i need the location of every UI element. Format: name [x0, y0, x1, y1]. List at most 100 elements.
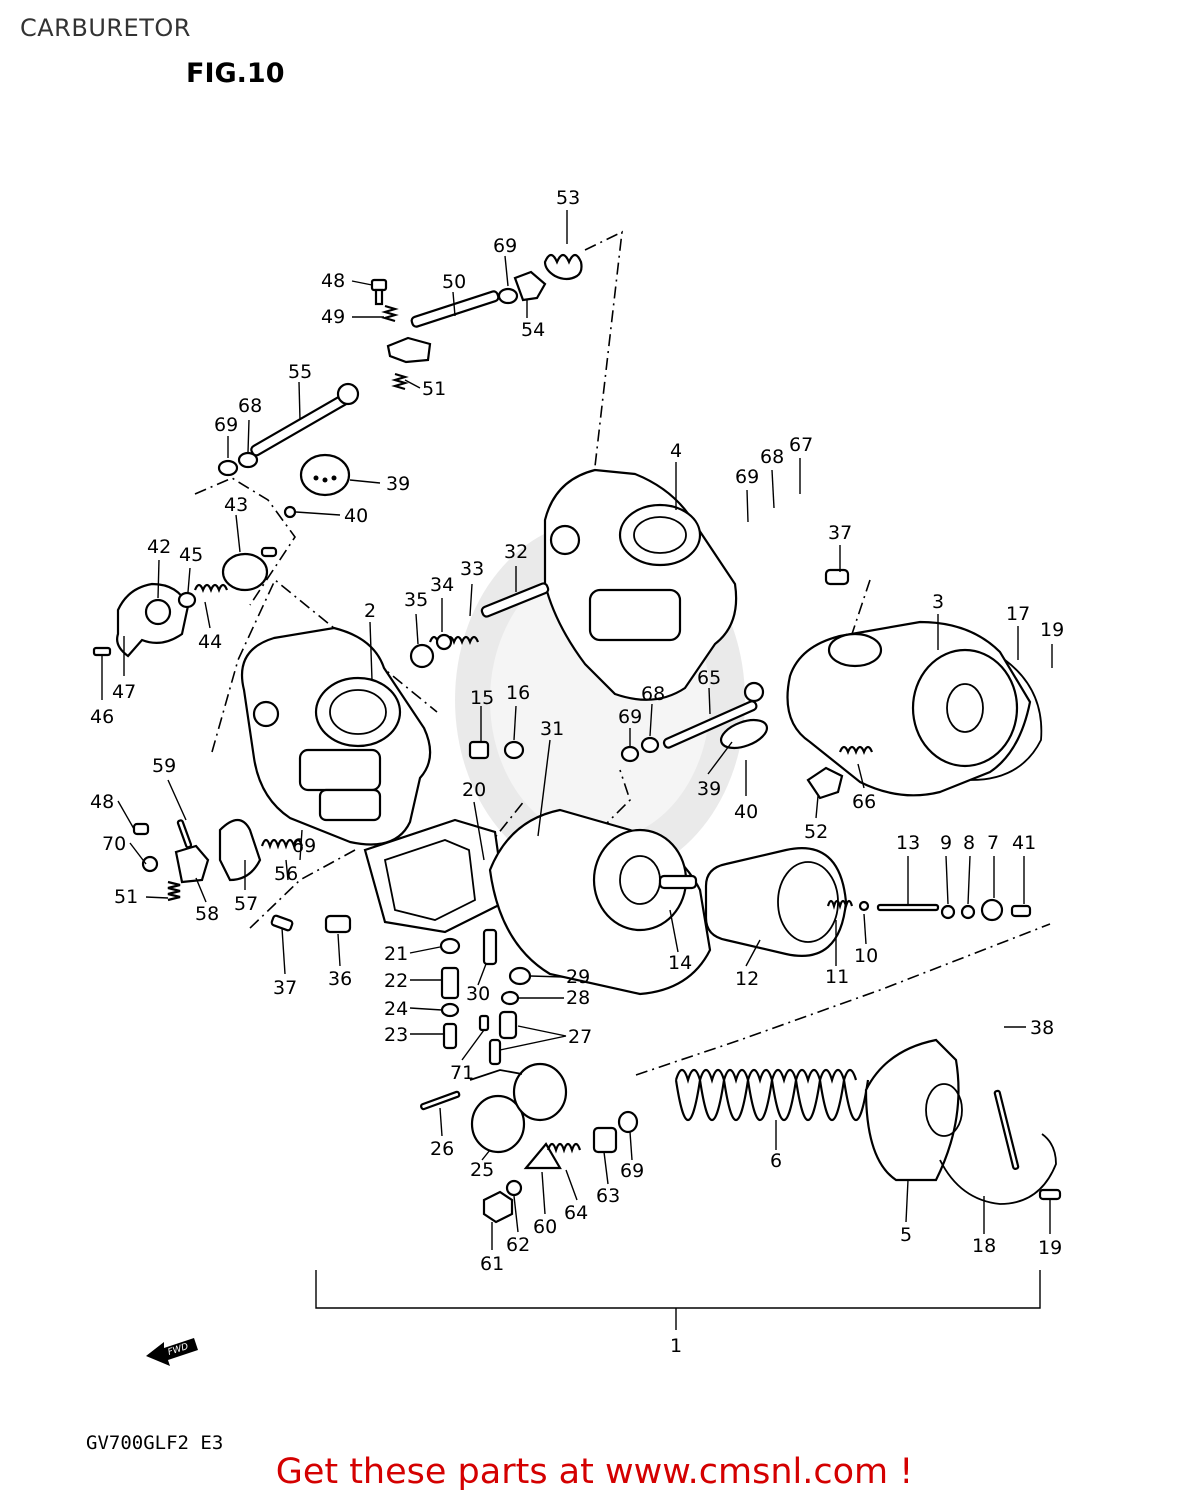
callout: 69 [735, 466, 759, 488]
callout: 17 [1006, 603, 1030, 625]
figure-label: FIG.10 [186, 58, 285, 89]
callout: 6 [770, 1150, 782, 1172]
lower-left-lever-assembly [132, 818, 352, 934]
callout: 71 [450, 1062, 474, 1084]
callout: 12 [735, 968, 759, 990]
callout: 42 [147, 536, 171, 558]
float-assembly [419, 1062, 639, 1224]
callout: 62 [506, 1234, 530, 1256]
jet-assembly [439, 928, 532, 1066]
callout: 48 [90, 791, 114, 813]
callout: 65 [697, 667, 721, 689]
callout: 50 [442, 271, 466, 293]
callout: 57 [234, 893, 258, 915]
callout: 19 [1040, 619, 1064, 641]
callout: 58 [195, 903, 219, 925]
callout: 59 [152, 755, 176, 777]
callout: 2 [364, 600, 376, 622]
callout: 66 [852, 791, 876, 813]
callout: 40 [344, 505, 368, 527]
callout: 68 [238, 395, 262, 417]
choke-shaft-assembly [370, 253, 583, 391]
carburetor-body-3 [786, 568, 1043, 800]
callout: 45 [179, 544, 203, 566]
callout: 7 [987, 832, 999, 854]
callout: 39 [386, 473, 410, 495]
callout: 31 [540, 718, 564, 740]
callout: 34 [430, 574, 454, 596]
callout: 69 [292, 835, 316, 857]
model-code: GV700GLF2 E3 [86, 1432, 224, 1454]
callout: 44 [198, 631, 222, 653]
callout: 51 [422, 378, 446, 400]
callout: 4 [670, 440, 682, 462]
callout: 29 [566, 966, 590, 988]
callout: 68 [641, 683, 665, 705]
forward-arrow-icon: FWD [146, 1338, 198, 1366]
callout: 37 [273, 977, 297, 999]
callout: 46 [90, 706, 114, 728]
top-cover-assembly [674, 1038, 1062, 1205]
callout: 53 [556, 187, 580, 209]
callout: 25 [470, 1159, 494, 1181]
carburetor-body-4 [543, 468, 738, 701]
callout: 10 [854, 945, 878, 967]
callout: 52 [804, 821, 828, 843]
callout: 69 [620, 1160, 644, 1182]
callout: 49 [321, 306, 345, 328]
callout: 5 [900, 1224, 912, 1246]
callout: 69 [493, 235, 517, 257]
callout: 21 [384, 943, 408, 965]
callout: 16 [506, 682, 530, 704]
callout: 69 [618, 706, 642, 728]
callout: 32 [504, 541, 528, 563]
left-lever-assembly [92, 546, 278, 658]
callout: 13 [896, 832, 920, 854]
footer-link[interactable]: Get these parts at www.cmsnl.com ! [275, 1452, 914, 1492]
callout: 43 [224, 494, 248, 516]
throttle-shaft [217, 382, 360, 519]
callout: 63 [596, 1185, 620, 1207]
callout: 28 [566, 987, 590, 1009]
callout: 38 [1030, 1017, 1054, 1039]
callout-leader-lines [101, 210, 1053, 1330]
callout-numbers: 53 69 48 50 49 54 51 55 68 69 39 40 43 4… [90, 187, 1064, 1357]
callout: 47 [112, 681, 136, 703]
callout: 48 [321, 270, 345, 292]
callout: 68 [760, 446, 784, 468]
callout: 70 [102, 833, 126, 855]
callout: 40 [734, 801, 758, 823]
callout: 61 [480, 1253, 504, 1275]
callout: 24 [384, 998, 408, 1020]
callout: 8 [963, 832, 975, 854]
callout: 19 [1038, 1237, 1062, 1259]
callout: 41 [1012, 832, 1036, 854]
callout: 14 [668, 952, 692, 974]
callout: 56 [274, 863, 298, 885]
callout: 36 [328, 968, 352, 990]
callout: 3 [932, 591, 944, 613]
carburetor-body-2 [240, 626, 432, 846]
callout: 20 [462, 779, 486, 801]
callout: 15 [470, 687, 494, 709]
callout: 11 [825, 966, 849, 988]
callout: 55 [288, 361, 312, 383]
callout: 69 [214, 414, 238, 436]
callout: 39 [697, 778, 721, 800]
page-title: CARBURETOR [20, 14, 191, 42]
callout: 23 [384, 1024, 408, 1046]
vacuum-piston-assembly [704, 847, 1032, 957]
callout: 64 [564, 1202, 588, 1224]
callout: 37 [828, 522, 852, 544]
callout: 1 [670, 1335, 682, 1357]
callout: 54 [521, 319, 545, 341]
callout: 60 [533, 1216, 557, 1238]
callout: 35 [404, 589, 428, 611]
carburetor-body-front [363, 808, 712, 996]
callout: 18 [972, 1235, 996, 1257]
callout: 27 [568, 1026, 592, 1048]
callout: 22 [384, 970, 408, 992]
callout: 30 [466, 983, 490, 1005]
callout: 51 [114, 886, 138, 908]
